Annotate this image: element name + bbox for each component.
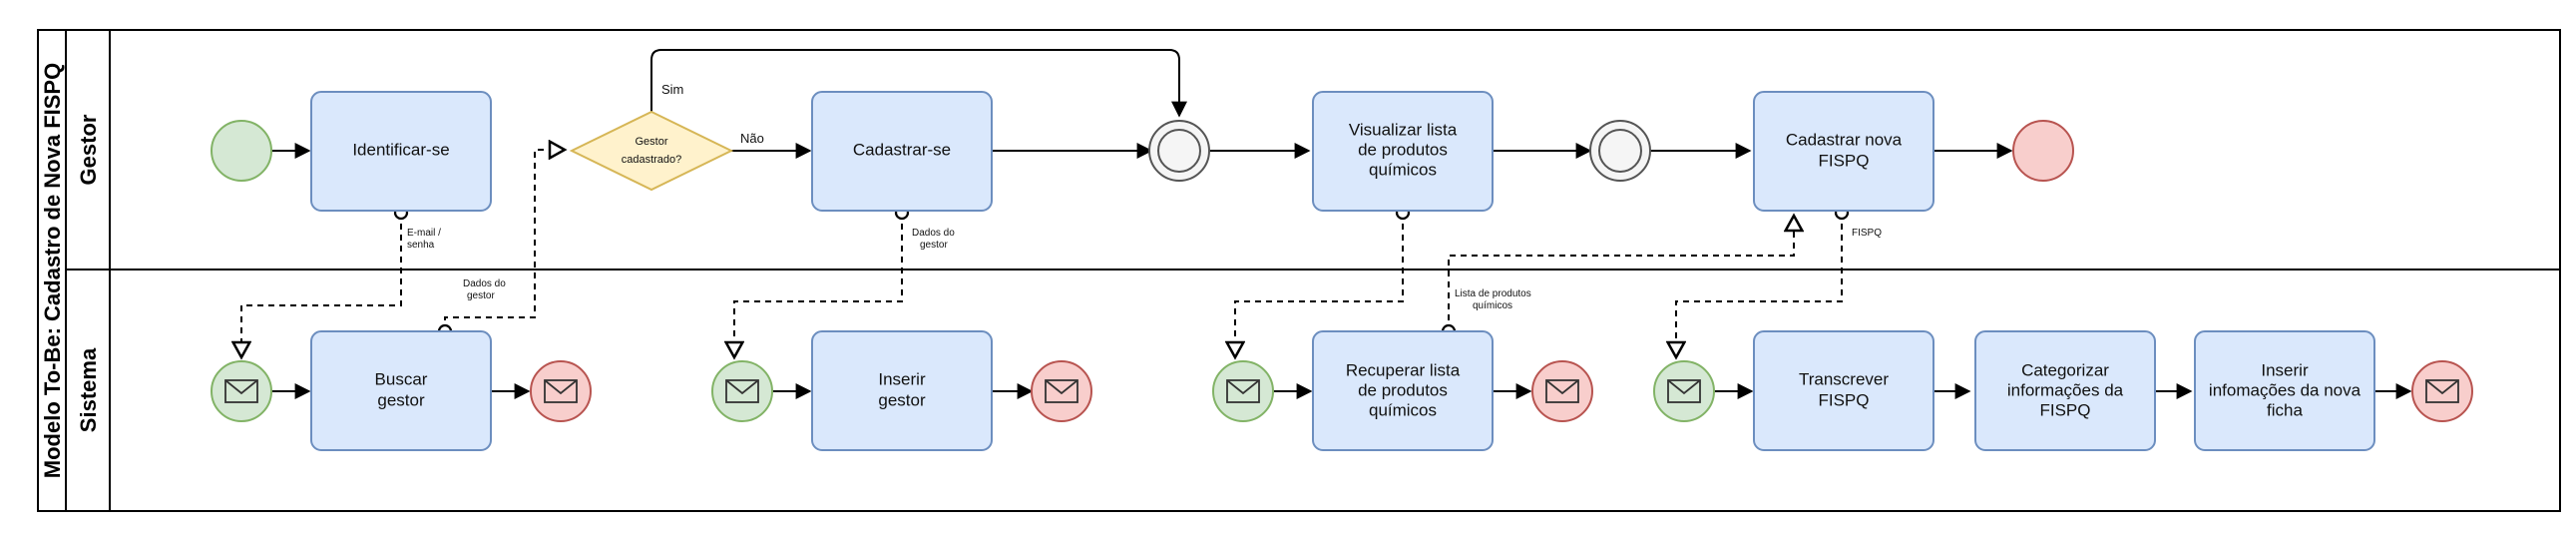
- start-event-gestor: [211, 120, 272, 182]
- task-inserir-gestor: Inserir gestor: [811, 330, 993, 451]
- task-recuperar-lista: Recuperar lista de produtos químicos: [1312, 330, 1494, 451]
- svg-text:senha: senha: [407, 240, 435, 251]
- task-transcrever-fispq: Transcrever FISPQ: [1753, 330, 1934, 451]
- svg-text:Visualizar lista: Visualizar lista: [1349, 120, 1458, 139]
- svg-text:E-mail /: E-mail /: [407, 228, 441, 239]
- svg-text:Gestor: Gestor: [635, 136, 667, 148]
- svg-text:gestor: gestor: [377, 390, 425, 409]
- svg-text:Transcrever: Transcrever: [1799, 369, 1889, 388]
- svg-text:químicos: químicos: [1473, 300, 1512, 311]
- svg-text:cadastrado?: cadastrado?: [622, 154, 682, 166]
- task-buscar-gestor: Buscar gestor: [310, 330, 492, 451]
- svg-text:Dados do: Dados do: [463, 278, 506, 289]
- svg-text:FISPQ: FISPQ: [2039, 400, 2090, 419]
- intermediate-event-2: [1589, 120, 1651, 182]
- svg-text:Lista de produtos: Lista de produtos: [1455, 288, 1531, 299]
- message-label-fispq: FISPQ: [1852, 228, 1882, 239]
- svg-text:infomações da nova: infomações da nova: [2209, 380, 2361, 399]
- intermediate-event-1: [1148, 120, 1210, 182]
- gateway-gestor-cadastrado: Gestor cadastrado?: [569, 110, 734, 192]
- task-identificar-se: Identificar-se: [310, 91, 492, 212]
- pool-title: Modelo To-Be: Cadastro de Nova FISPQ: [40, 63, 65, 478]
- task-cadastrar-nova-fispq: Cadastrar nova FISPQ: [1753, 91, 1934, 212]
- svg-text:Identificar-se: Identificar-se: [352, 140, 449, 159]
- svg-text:gestor: gestor: [920, 240, 948, 251]
- svg-text:Recuperar lista: Recuperar lista: [1346, 360, 1461, 379]
- svg-text:Inserir: Inserir: [2261, 360, 2309, 379]
- svg-text:de produtos: de produtos: [1358, 380, 1448, 399]
- message-start-event-2: [711, 360, 773, 422]
- message-end-event-3: [1531, 360, 1593, 422]
- svg-text:Cadastrar nova: Cadastrar nova: [1786, 130, 1903, 149]
- task-cadastrar-se: Cadastrar-se: [811, 91, 993, 212]
- svg-text:FISPQ: FISPQ: [1818, 390, 1869, 409]
- svg-text:informações da: informações da: [2007, 380, 2124, 399]
- message-end-event-1: [530, 360, 592, 422]
- task-inserir-infomacoes-ficha: Inserir infomações da nova ficha: [2194, 330, 2375, 451]
- message-start-event-1: [211, 360, 272, 422]
- svg-text:FISPQ: FISPQ: [1818, 151, 1869, 170]
- svg-text:Inserir: Inserir: [878, 369, 926, 388]
- task-visualizar-lista: Visualizar lista de produtos químicos: [1312, 91, 1494, 212]
- message-label-dados-gestor-1: Dados do gestor: [463, 278, 506, 301]
- message-label-email-senha: E-mail / senha: [407, 228, 441, 251]
- message-start-event-3: [1212, 360, 1274, 422]
- task-categorizar-informacoes: Categorizar informações da FISPQ: [1974, 330, 2156, 451]
- svg-text:Categorizar: Categorizar: [2021, 360, 2109, 379]
- label-sim: Sim: [661, 82, 683, 97]
- svg-text:de produtos: de produtos: [1358, 140, 1448, 159]
- message-label-dados-gestor-2: Dados do gestor: [912, 228, 955, 251]
- lane-label-gestor: Gestor: [76, 114, 101, 185]
- svg-text:FISPQ: FISPQ: [1852, 228, 1882, 239]
- message-start-event-4: [1653, 360, 1715, 422]
- svg-text:químicos: químicos: [1369, 400, 1437, 419]
- message-label-lista-produtos: Lista de produtos químicos: [1455, 288, 1531, 311]
- svg-text:Buscar: Buscar: [375, 369, 428, 388]
- svg-text:ficha: ficha: [2267, 400, 2303, 419]
- svg-text:químicos: químicos: [1369, 160, 1437, 179]
- svg-text:Cadastrar-se: Cadastrar-se: [853, 140, 951, 159]
- label-nao: Não: [740, 131, 764, 146]
- message-end-event-4: [2411, 360, 2473, 422]
- svg-text:gestor: gestor: [878, 390, 926, 409]
- svg-text:gestor: gestor: [467, 290, 495, 301]
- end-event-gestor: [2012, 120, 2074, 182]
- message-end-event-2: [1031, 360, 1092, 422]
- lane-label-sistema: Sistema: [76, 347, 101, 432]
- svg-text:Dados do: Dados do: [912, 228, 955, 239]
